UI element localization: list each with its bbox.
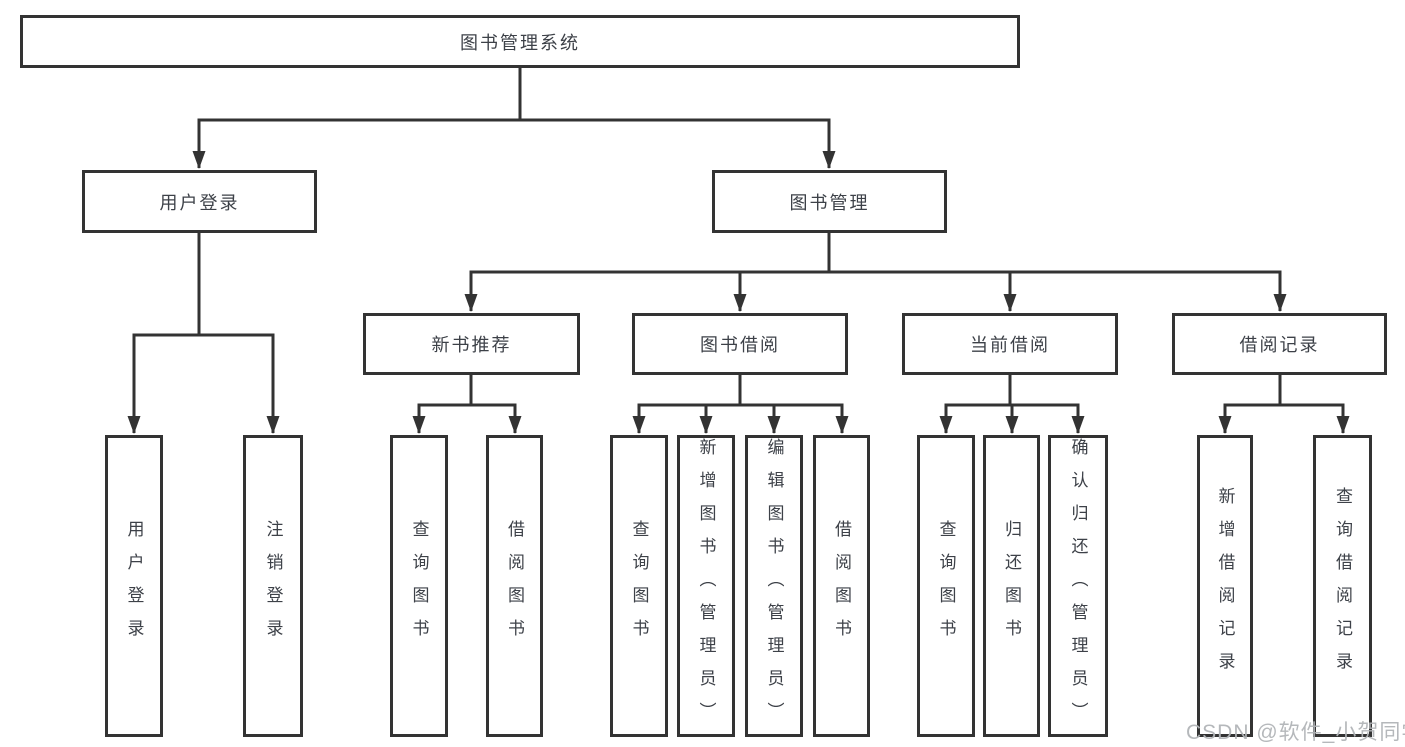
node-current-borrowing-label: 当前借阅 (970, 335, 1050, 355)
node-root: 图书管理系统 (20, 15, 1020, 68)
leaf-logout: 注销登录 (243, 435, 303, 737)
node-new-book-recommend-label: 新书推荐 (431, 335, 512, 355)
leaf-user-login: 用户登录 (105, 435, 163, 737)
leaf-borrowing-borrow-books: 借阅图书 (813, 435, 870, 737)
leaf-newbook-borrow-books-label: 借阅图书 (505, 520, 524, 652)
leaf-user-login-label: 用户登录 (124, 520, 144, 652)
leaf-confirm-return-admin-label: 确认归还（管理员） (1068, 437, 1088, 735)
leaf-return-books: 归还图书 (983, 435, 1040, 737)
leaf-borrowing-query-books: 查询图书 (610, 435, 668, 737)
watermark-text: CSDN @软件_小贺同学 (1186, 721, 1405, 744)
leaf-newbook-borrow-books: 借阅图书 (486, 435, 543, 737)
node-borrowing-records-label: 借阅记录 (1239, 335, 1320, 355)
leaf-edit-books-admin: 编辑图书（管理员） (745, 435, 803, 737)
leaf-current-query-books: 查询图书 (917, 435, 975, 737)
node-root-label: 图书管理系统 (460, 32, 580, 53)
leaf-confirm-return-admin: 确认归还（管理员） (1048, 435, 1108, 737)
node-user-login: 用户登录 (82, 170, 317, 233)
node-book-management-label: 图书管理 (789, 192, 870, 213)
leaf-return-books-label: 归还图书 (1002, 520, 1021, 652)
leaf-newbook-query-books: 查询图书 (390, 435, 448, 737)
leaf-add-books-admin-label: 新增图书（管理员） (696, 437, 716, 735)
node-user-login-label: 用户登录 (159, 192, 240, 213)
node-book-borrowing-label: 图书借阅 (700, 335, 780, 355)
node-borrowing-records: 借阅记录 (1172, 313, 1387, 375)
leaf-add-borrow-record-label: 新增借阅记录 (1215, 487, 1235, 685)
leaf-query-borrow-record: 查询借阅记录 (1313, 435, 1372, 737)
leaf-newbook-query-books-label: 查询图书 (409, 520, 429, 652)
leaf-edit-books-admin-label: 编辑图书（管理员） (764, 437, 784, 735)
node-book-management: 图书管理 (712, 170, 947, 233)
leaf-borrowing-borrow-books-label: 借阅图书 (832, 520, 851, 652)
node-current-borrowing: 当前借阅 (902, 313, 1118, 375)
leaf-current-query-books-label: 查询图书 (936, 520, 956, 652)
node-new-book-recommend: 新书推荐 (363, 313, 580, 375)
leaf-add-books-admin: 新增图书（管理员） (677, 435, 735, 737)
leaf-logout-label: 注销登录 (263, 520, 283, 652)
leaf-query-borrow-record-label: 查询借阅记录 (1333, 487, 1352, 685)
leaf-borrowing-query-books-label: 查询图书 (629, 520, 649, 652)
leaf-add-borrow-record: 新增借阅记录 (1197, 435, 1253, 737)
node-book-borrowing: 图书借阅 (632, 313, 848, 375)
